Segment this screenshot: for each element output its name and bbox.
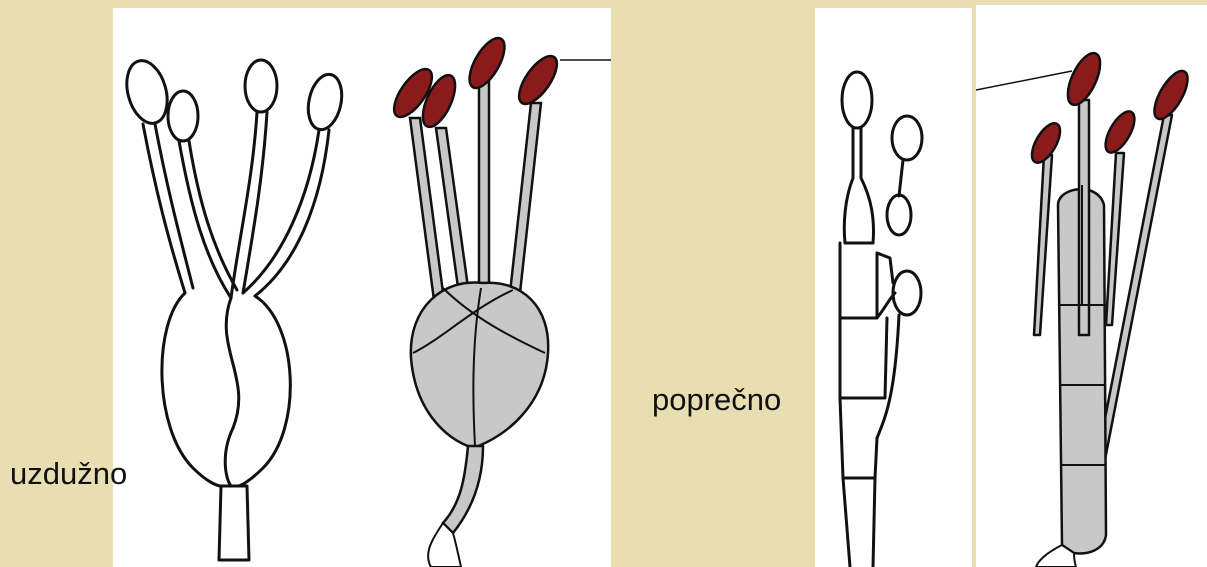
label-transverse: poprečno (652, 384, 781, 415)
empty-sporangium (304, 71, 347, 132)
transverse-outline-drawing (815, 8, 972, 567)
red-sporangium (512, 50, 564, 110)
red-sporangium (1026, 119, 1065, 167)
empty-sporangium (892, 116, 922, 160)
empty-sporangium (120, 56, 173, 128)
longitudinal-panel (113, 8, 611, 567)
red-sporangium (1100, 107, 1140, 157)
empty-sporangium (893, 271, 921, 315)
pointer-line (976, 71, 1072, 90)
red-sporangium (1061, 49, 1106, 110)
empty-sporangium (245, 60, 277, 112)
transverse-shaded-panel (976, 5, 1207, 567)
outline-sporophore (120, 56, 346, 560)
empty-sporangium (887, 195, 911, 235)
transverse-shaded-drawing (976, 5, 1207, 567)
label-longitudinal: uzdužno (10, 458, 127, 489)
shaded-sporophore (387, 33, 611, 567)
longitudinal-drawing (113, 8, 611, 567)
transverse-outline-panel (815, 8, 972, 567)
empty-sporangium (168, 91, 198, 141)
empty-sporangium (842, 72, 872, 128)
